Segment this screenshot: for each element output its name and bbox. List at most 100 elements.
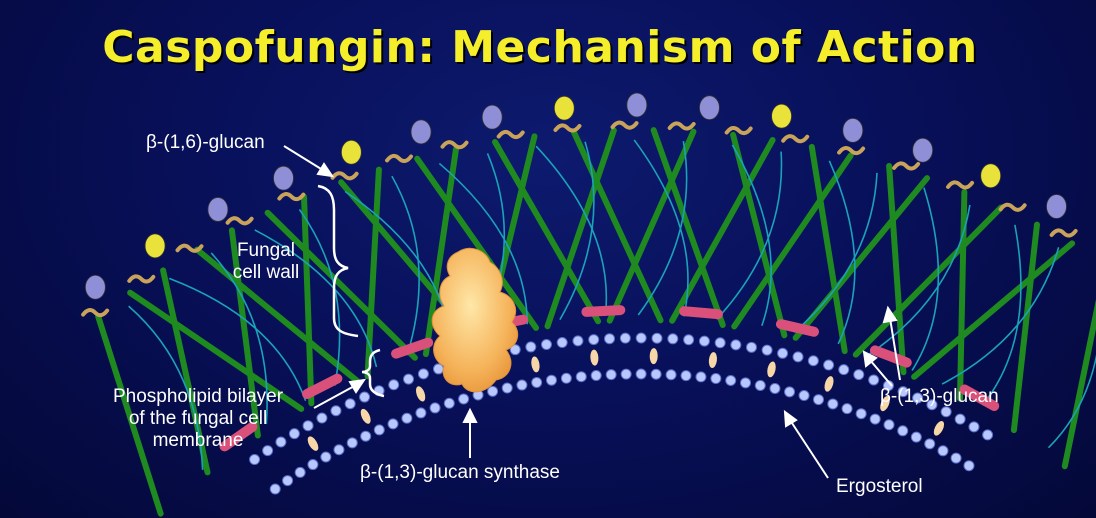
- mannoprotein: [553, 95, 575, 121]
- beta-1-3-glucan-strand: [127, 289, 305, 412]
- beta-1-3-glucan-strand: [731, 152, 854, 330]
- beta-1-3-glucan-fiber: [391, 175, 420, 356]
- beta-1-6-glucan-link: [496, 129, 525, 140]
- phospholipid-head: [769, 382, 781, 394]
- phospholipid-head: [740, 377, 752, 389]
- phospholipid-head: [501, 382, 513, 394]
- beta-1-3-glucan-strand: [492, 139, 602, 325]
- beta-1-6-glucan-link: [724, 125, 753, 136]
- beta-1-3-glucan-fiber: [438, 162, 529, 325]
- ergosterol-molecule: [824, 376, 834, 392]
- beta-1-3-glucan-fiber: [1047, 354, 1096, 449]
- phospholipid-head: [588, 334, 600, 346]
- beta-1-3-glucan-strand: [95, 313, 164, 517]
- beta-1-3-glucan-strand: [956, 188, 968, 402]
- beta-1-3-glucan-fiber: [168, 277, 307, 402]
- beta-1-3-glucan-strand: [606, 128, 697, 324]
- phospholipid-head: [841, 403, 853, 415]
- label-cell-wall-line2: cell wall: [232, 262, 300, 283]
- phospholipid-head: [262, 445, 274, 457]
- phospholipid-head: [869, 413, 881, 425]
- phospholipid-head: [784, 386, 796, 398]
- membrane-protein: [775, 319, 820, 337]
- beta-1-3-glucan-strand: [414, 155, 540, 331]
- phospholipid-head: [883, 419, 895, 431]
- mannoproteins: [81, 92, 1078, 318]
- beta-1-3-glucan-fiber: [298, 208, 341, 386]
- phospholipid-head: [401, 412, 413, 424]
- label-cell-wall-line1: Fungal: [236, 240, 296, 261]
- beta-1-3-glucan-fiber: [793, 172, 878, 333]
- phospholipid-head: [590, 370, 602, 382]
- beta-1-6-glucan-link: [440, 140, 469, 150]
- phospholipid-head: [855, 408, 867, 420]
- phospholipid-head: [940, 406, 952, 418]
- phospholipid-head: [650, 368, 662, 380]
- phospholipid-head: [635, 368, 647, 380]
- phospholipid-head: [937, 445, 949, 457]
- beta-1-3-glucan-strand: [1061, 299, 1096, 470]
- beta-1-3-glucan-strand: [194, 246, 360, 384]
- beta-1-6-glucan-link: [81, 308, 110, 318]
- phospholipid-head: [745, 341, 757, 353]
- membrane-protein: [581, 305, 626, 317]
- beta-1-3-glucan-fiber: [981, 224, 1022, 406]
- beta-1-3-glucan-strand: [808, 143, 848, 355]
- label-glucan-synthase: β-(1,3)-glucan synthase: [360, 462, 560, 483]
- phospholipid-head: [373, 424, 385, 436]
- mannoprotein: [980, 163, 1002, 189]
- phospholipid-head: [403, 373, 415, 385]
- phospholipid-head: [868, 374, 880, 386]
- phospholipid-head: [487, 385, 499, 397]
- phospholipid-head: [320, 451, 332, 463]
- phospholipid-head: [725, 375, 737, 387]
- phospholipid-head: [509, 344, 521, 356]
- membrane-protein: [869, 345, 912, 368]
- phospholipid-head: [698, 335, 710, 347]
- beta-1-6-glucan-link: [385, 153, 414, 163]
- phospholipid-head: [897, 386, 909, 398]
- beta-1-3-glucan-strand: [422, 146, 459, 358]
- mannoprotein: [340, 139, 362, 165]
- mannoprotein: [1046, 194, 1067, 219]
- phospholipid-head: [516, 379, 528, 391]
- phospholipid-head: [458, 393, 470, 405]
- label-bilayer-line1: Phospholipid bilayer: [112, 386, 284, 407]
- slide-title: Caspofungin: Mechanism of Action: [102, 22, 978, 73]
- beta-1-3-glucan-fiber: [941, 247, 1060, 385]
- mannoprotein: [481, 104, 503, 130]
- phospholipid-head: [275, 436, 287, 448]
- phospholipid-head: [531, 376, 543, 388]
- beta-1-6-glucan-link: [553, 123, 582, 133]
- beta-1-6-glucan-link: [781, 134, 810, 144]
- beta-1-6-glucan-link: [277, 192, 306, 202]
- glucan-strands: [95, 127, 1096, 517]
- phospholipid-head: [950, 452, 962, 464]
- mannoprotein: [912, 137, 934, 163]
- mannoprotein: [410, 119, 432, 145]
- phospholipid-head: [604, 333, 616, 345]
- beta-1-3-glucan-fiber: [559, 141, 595, 321]
- cell-wall-brace: [317, 184, 359, 338]
- phospholipid-head: [853, 369, 865, 381]
- phospholipid-head: [344, 398, 356, 410]
- membrane-protein: [391, 337, 434, 359]
- membrane-protein: [679, 306, 723, 320]
- mannoprotein: [626, 92, 648, 118]
- phospholipid-head: [798, 390, 810, 402]
- label-bilayer-line3: membrane: [152, 430, 244, 451]
- mannoprotein: [771, 103, 792, 129]
- phospholipid-head: [540, 339, 552, 351]
- beta-1-6-glucan-link: [127, 274, 156, 284]
- ergosterol-molecule: [880, 396, 890, 412]
- phospholipid-head: [695, 371, 707, 383]
- phospholipid-head: [330, 405, 342, 417]
- beta-1-3-glucan-strand: [571, 129, 664, 324]
- ergosterol-molecule: [708, 352, 717, 369]
- beta-1-6-glucan-link: [330, 171, 359, 181]
- phospholipid-head: [359, 391, 371, 403]
- beta-1-3-glucan-strand: [911, 240, 1076, 380]
- phospholipid-head: [575, 371, 587, 383]
- phospholipid-head: [910, 431, 922, 443]
